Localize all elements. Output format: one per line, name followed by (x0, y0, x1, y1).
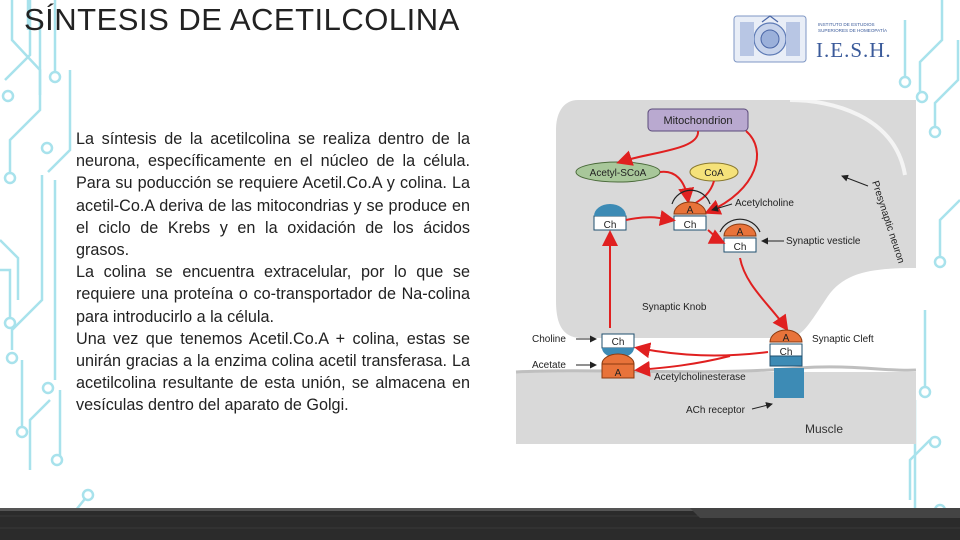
acetylcholine-label: Acetylcholine (735, 198, 794, 209)
acetate-label: Acetate (532, 360, 566, 371)
slide-body: La síntesis de la acetilcolina se realiz… (76, 128, 470, 417)
a-cleft-box (601, 363, 635, 379)
ch-label-4: Ch (612, 337, 625, 348)
a-label-3: A (615, 368, 622, 379)
synaptic-knob-label: Synaptic Knob (642, 302, 707, 313)
slide-title: SÍNTESIS DE ACETILCOLINA (24, 2, 460, 37)
paragraph-2: La colina se encuentra extracelular, por… (76, 263, 470, 326)
logo-small-line-2: SUPERIORES DE HOMEOPATÍA (818, 27, 888, 33)
iesh-logo: INSTITUTO DE ESTUDIOS SUPERIORES DE HOME… (732, 12, 904, 66)
ach-receptor-shape (774, 368, 804, 398)
a-cleft-right-shape (769, 329, 803, 343)
acetylcholinesterase-label: Acetylcholinesterase (654, 372, 746, 383)
ach-receptor-label: ACh receptor (686, 405, 746, 416)
mitochondrion-label: Mitochondrion (663, 115, 732, 127)
logo-acronym: I.E.S.H. (816, 38, 892, 62)
ch-label-5: Ch (780, 347, 793, 358)
a-center-shape (673, 201, 707, 215)
choline-label: Choline (532, 334, 566, 345)
synaptic-vesicle-label: Synaptic vesticle (786, 236, 861, 247)
ch-label-3: Ch (734, 242, 747, 253)
synaptic-cleft-label: Synaptic Cleft (812, 334, 874, 345)
a-label-1: A (687, 205, 694, 216)
acetyl-scoa-label: Acetyl-SCoA (590, 168, 647, 179)
acetylcholine-synapse-diagram: Mitochondrion Acetyl-SCoA CoA Ch A Ch Ac… (500, 100, 916, 444)
iesh-emblem-icon (733, 15, 807, 63)
muscle-shape (516, 372, 916, 444)
a-label-4: A (783, 333, 790, 344)
logo-small-line-1: INSTITUTO DE ESTUDIOS (818, 22, 875, 27)
bottom-decorative-bar (0, 508, 960, 540)
logo-institute-text: INSTITUTO DE ESTUDIOS SUPERIORES DE HOME… (818, 22, 908, 33)
ch-label-2: Ch (684, 220, 697, 231)
muscle-label: Muscle (805, 422, 843, 436)
a-label-2: A (737, 227, 744, 238)
coa-label: CoA (704, 168, 724, 179)
ch-label-1: Ch (604, 220, 617, 231)
paragraph-1: La síntesis de la acetilcolina se realiz… (76, 130, 470, 260)
paragraph-3: Una vez que tenemos Acetil.Co.A + colina… (76, 329, 470, 415)
